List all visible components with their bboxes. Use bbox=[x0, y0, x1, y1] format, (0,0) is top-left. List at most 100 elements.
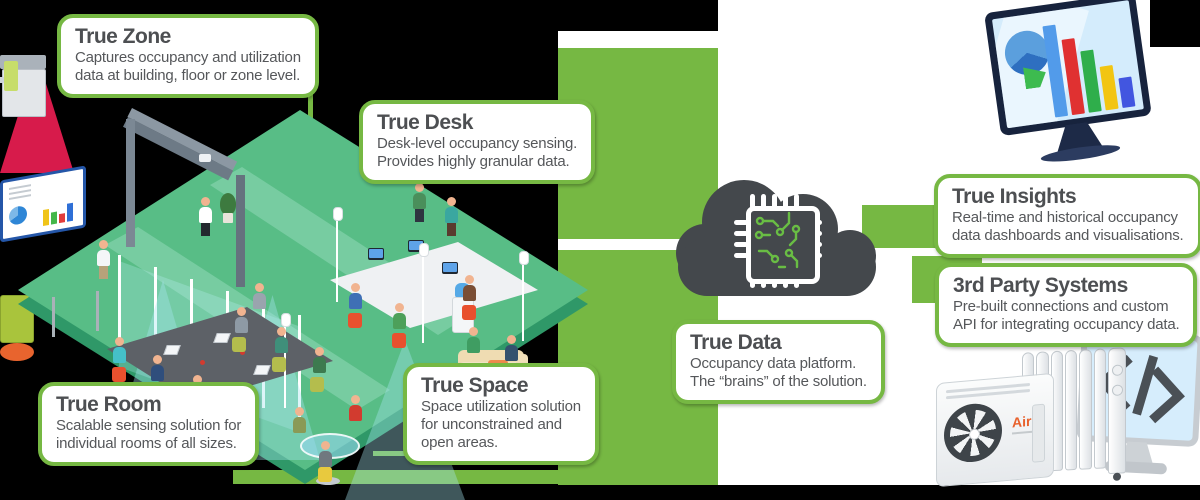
portal-beam bbox=[123, 117, 234, 181]
plant-foliage bbox=[220, 193, 236, 215]
chip-icon bbox=[734, 194, 822, 288]
board-leg bbox=[96, 291, 99, 331]
circuit-traces-icon bbox=[754, 211, 801, 269]
chair bbox=[318, 467, 332, 482]
bar-chart-icon bbox=[43, 208, 49, 226]
ac-brand-label: Air bbox=[1012, 412, 1032, 431]
connector-bar-bottom bbox=[233, 470, 718, 484]
callout-true-desk: True Desk Desk-level occupancy sensing. … bbox=[359, 100, 596, 185]
callout-3rd-party-systems: 3rd Party Systems Pre-built connections … bbox=[935, 263, 1198, 348]
callout-true-zone: True Zone Captures occupancy and utiliza… bbox=[57, 14, 319, 99]
chair bbox=[232, 337, 246, 352]
callout-title: True Data bbox=[690, 331, 782, 354]
chip-pin bbox=[772, 194, 777, 209]
person bbox=[318, 441, 332, 467]
person bbox=[312, 347, 326, 373]
person bbox=[150, 355, 164, 381]
partition-post bbox=[154, 267, 157, 372]
callout-text-line: individual rooms of all sizes. bbox=[56, 435, 237, 453]
callout-text-line: for unconstrained and bbox=[421, 416, 562, 434]
callout-title: True Zone bbox=[75, 25, 171, 48]
callout-text-line: Pre-built connections and custom bbox=[953, 298, 1169, 316]
plant bbox=[220, 193, 236, 223]
callout-text-line: open areas. bbox=[421, 434, 499, 452]
chair bbox=[348, 313, 362, 328]
pie-chart-icon bbox=[9, 204, 27, 226]
person-standing bbox=[412, 183, 426, 222]
bar-chart-icon bbox=[67, 202, 73, 222]
callout-text-line: Real-time and historical occupancy bbox=[952, 209, 1178, 227]
portal-post bbox=[236, 175, 245, 287]
monitor-frame bbox=[984, 0, 1152, 137]
person bbox=[252, 283, 266, 309]
callout-text-line: Captures occupancy and utilization bbox=[75, 49, 301, 67]
radiator-knob bbox=[1112, 384, 1124, 397]
callout-true-insights: True Insights Real-time and historical o… bbox=[934, 174, 1200, 259]
board-text-line bbox=[9, 194, 31, 200]
sensor-icon bbox=[333, 207, 343, 221]
sensor-pole bbox=[422, 253, 424, 343]
chair bbox=[310, 377, 324, 392]
ceiling-sensor-icon bbox=[199, 154, 211, 162]
callout-title: True Desk bbox=[377, 111, 473, 134]
person bbox=[466, 327, 480, 353]
person bbox=[392, 303, 406, 329]
mug bbox=[200, 360, 205, 365]
desktop-monitor-icon bbox=[368, 248, 384, 260]
connector-cloud-to-insights bbox=[862, 205, 942, 248]
callout-text-line: Provides highly granular data. bbox=[377, 153, 570, 171]
person bbox=[462, 275, 476, 301]
desk-cluster bbox=[330, 240, 540, 350]
bar-chart-icon bbox=[59, 213, 65, 224]
person bbox=[348, 283, 362, 309]
monitor-screen bbox=[991, 0, 1144, 129]
chip-pin bbox=[734, 253, 748, 258]
person bbox=[292, 407, 306, 433]
callout-text-line: Scalable sensing solution for bbox=[56, 417, 242, 435]
bar bbox=[1099, 65, 1119, 111]
vending-machine bbox=[0, 61, 34, 343]
callout-title: 3rd Party Systems bbox=[953, 274, 1128, 297]
person bbox=[504, 335, 518, 361]
callout-text-line: Space utilization solution bbox=[421, 398, 581, 416]
bar bbox=[1118, 76, 1136, 109]
plant-pot bbox=[223, 213, 233, 223]
desktop-monitor-icon bbox=[442, 262, 458, 274]
sensor-pole bbox=[522, 261, 524, 341]
ac-side-vent bbox=[1032, 403, 1045, 463]
person bbox=[348, 395, 362, 421]
callout-text-line: data dashboards and visualisations. bbox=[952, 227, 1184, 245]
chip-pin bbox=[783, 194, 788, 209]
chip-pin bbox=[734, 242, 748, 247]
callout-true-data: True Data Occupancy data platform. The “… bbox=[672, 320, 885, 405]
bar-chart-icon bbox=[1042, 15, 1136, 118]
person bbox=[234, 307, 248, 333]
sensor-icon bbox=[419, 243, 429, 257]
sensor-pole bbox=[336, 217, 338, 302]
callout-text-line: API for integrating occupancy data. bbox=[953, 316, 1180, 334]
person-standing bbox=[444, 197, 458, 236]
presentation-board bbox=[0, 165, 86, 243]
partition-post bbox=[118, 255, 121, 360]
callout-text-line: Desk-level occupancy sensing. bbox=[377, 135, 578, 153]
chair bbox=[462, 305, 476, 320]
backdrop-panel bbox=[558, 31, 718, 48]
chip-pin bbox=[794, 194, 799, 209]
chip-pin bbox=[734, 231, 748, 236]
callout-true-space: True Space Space utilization solution fo… bbox=[403, 363, 599, 466]
chair bbox=[112, 367, 126, 382]
chair bbox=[392, 333, 406, 348]
radiator-knob bbox=[1112, 364, 1124, 377]
chip-pin bbox=[761, 194, 766, 209]
portal-beam bbox=[127, 108, 238, 171]
bar-chart-icon bbox=[51, 211, 57, 225]
ac-unit-icon: Air bbox=[936, 372, 1054, 488]
callout-text-line: data at building, floor or zone level. bbox=[75, 67, 301, 85]
sensor-icon bbox=[519, 251, 529, 265]
vending-panel bbox=[4, 61, 18, 91]
callout-title: True Room bbox=[56, 393, 162, 416]
person-walking bbox=[198, 197, 212, 236]
callout-text-line: The “brains” of the solution. bbox=[690, 373, 867, 391]
dashboard-monitor bbox=[984, 0, 1158, 180]
